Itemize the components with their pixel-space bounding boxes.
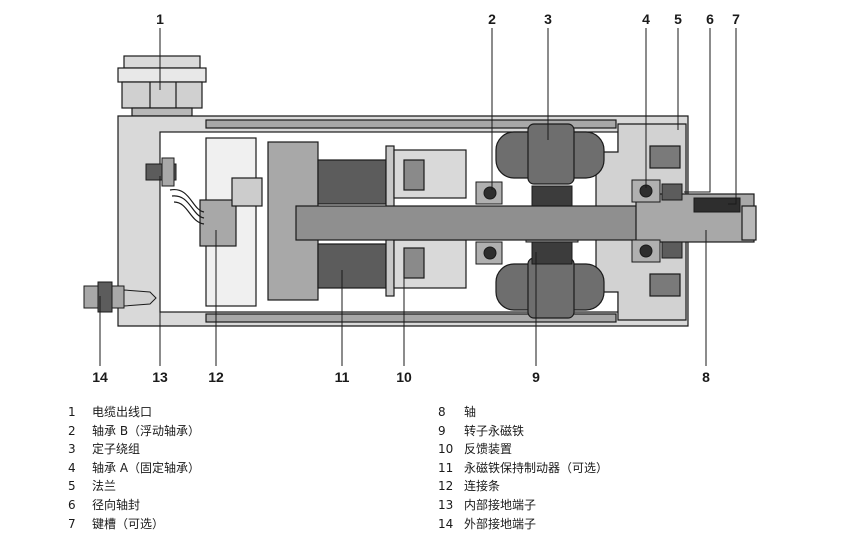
- callout-7: 7: [732, 11, 740, 27]
- shaft: [295, 193, 757, 243]
- legend-item: 9 转子永磁铁: [438, 422, 608, 441]
- callout-5: 5: [674, 11, 682, 27]
- callout-8: 8: [702, 369, 710, 385]
- leader-lines: [99, 28, 737, 366]
- bearing-a-fixed: [631, 179, 661, 263]
- callout-6: 6: [706, 11, 714, 27]
- legend-number: 12: [438, 479, 454, 494]
- legend-left-column: 1 电缆出线口 2 轴承 B（浮动轴承） 3 定子绕组 4 轴承 A（固定轴承） 5 法兰…: [68, 403, 200, 533]
- legend-label: 轴: [464, 405, 477, 419]
- callout-9: 9: [532, 369, 540, 385]
- legend-label: 连接条: [464, 479, 501, 494]
- keyway: [693, 197, 741, 213]
- legend-item: 5 法兰: [68, 477, 200, 496]
- legend-number: 1: [68, 405, 76, 419]
- legend-number: 5: [68, 479, 76, 494]
- legend-number: 10: [438, 442, 454, 457]
- callout-10: 10: [396, 369, 412, 385]
- legend-number: 6: [68, 497, 76, 512]
- stator-winding: [495, 123, 605, 319]
- legend-number: 7: [68, 516, 76, 531]
- legend-item: 11 永磁铁保持制动器（可选）: [438, 459, 608, 478]
- legend-item: 1 电缆出线口: [68, 403, 200, 422]
- radial-shaft-seal: [661, 183, 683, 259]
- legend-item: 13 内部接地端子: [438, 496, 608, 515]
- legend-number: 9: [438, 423, 446, 438]
- connector-strip: [169, 137, 263, 307]
- legend-item: 6 径向轴封: [68, 496, 200, 515]
- legend-label: 轴承 B（浮动轴承）: [92, 423, 201, 438]
- legend-item: 14 外部接地端子: [438, 515, 608, 534]
- bearing-b-floating: [475, 181, 503, 265]
- feedback-device: [393, 149, 467, 289]
- legend-label: 转子永磁铁: [464, 423, 525, 438]
- legend-item: 3 定子绕组: [68, 440, 200, 459]
- legend-label: 永磁铁保持制动器（可选）: [464, 460, 609, 475]
- callout-3: 3: [544, 11, 552, 27]
- callout-4: 4: [642, 11, 650, 27]
- legend-number: 8: [438, 405, 446, 419]
- legend-item: 2 轴承 B（浮动轴承）: [68, 422, 200, 441]
- legend-label: 轴承 A（固定轴承）: [92, 460, 201, 475]
- callout-14: 14: [92, 369, 108, 385]
- cable-gland: [117, 55, 207, 117]
- internal-ground-terminal: [145, 157, 177, 187]
- legend-label: 定子绕组: [92, 442, 141, 457]
- legend-label: 电缆出线口: [92, 405, 153, 419]
- legend-label: 外部接地端子: [464, 516, 537, 531]
- legend-number: 11: [438, 460, 454, 475]
- legend-label: 内部接地端子: [464, 497, 537, 512]
- legend-item: 12 连接条: [438, 477, 608, 496]
- external-ground-terminal: [83, 281, 157, 313]
- legend-number: 3: [68, 442, 76, 457]
- legend-number: 13: [438, 497, 454, 512]
- legend-label: 键槽（可选）: [92, 516, 165, 531]
- legend-number: 2: [68, 423, 76, 438]
- callout-1: 1: [156, 11, 164, 27]
- legend-label: 反馈装置: [464, 442, 513, 457]
- callout-11: 11: [335, 369, 350, 385]
- callout-13: 13: [152, 369, 168, 385]
- legend-number: 4: [68, 460, 76, 475]
- legend-label: 径向轴封: [92, 497, 141, 512]
- legend-item: 10 反馈装置: [438, 440, 608, 459]
- legend-item: 7 键槽（可选）: [68, 515, 200, 534]
- legend-number: 14: [438, 516, 454, 531]
- legend-label: 法兰: [92, 479, 117, 494]
- legend-item: 4 轴承 A（固定轴承）: [68, 459, 200, 478]
- callout-12: 12: [208, 369, 224, 385]
- motor-cross-section-diagram: 1 2 3 4 5 6 7 14 13 12 11 10 9 8: [83, 11, 757, 385]
- callout-2: 2: [488, 11, 496, 27]
